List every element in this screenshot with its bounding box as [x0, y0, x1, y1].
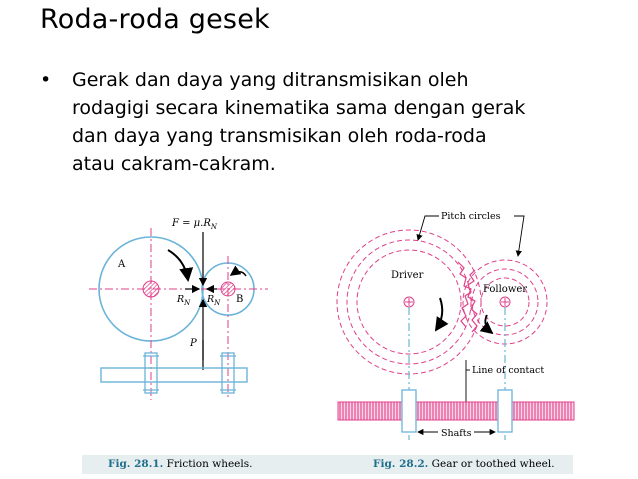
force-label: F = μ.RN: [171, 218, 218, 231]
bullet-line: Gerak dan daya yang ditransmisikan oleh: [72, 69, 469, 91]
friction-wheels-figure: F = μ.RN A B RN RN P: [89, 218, 268, 400]
figure-1-caption: Fig. 28.1. Friction wheels.: [108, 458, 253, 470]
wheel-b-label: B: [236, 294, 243, 305]
rn-left-label: RN: [176, 294, 191, 307]
slide-title: Roda-roda gesek: [40, 4, 270, 35]
wheel-b-hub: [220, 281, 236, 297]
figure-2-caption: Fig. 28.2. Gear or toothed wheel.: [373, 458, 555, 470]
wheel-a-label: A: [117, 259, 126, 270]
bullet-line: rodagigi secara kinematika sama dengan g…: [72, 97, 526, 119]
gear-figure: Pitch circles Driver Follower Line of co…: [336, 211, 575, 440]
rn-right-label: RN: [206, 294, 221, 307]
bullet-line: atau cakram-cakram.: [72, 153, 276, 175]
line-of-contact-label: Line of contact: [472, 365, 544, 376]
caption-bar: [82, 455, 573, 474]
p-label: P: [189, 338, 197, 349]
shafts-label: Shafts: [441, 428, 472, 439]
pitch-circles-label: Pitch circles: [441, 211, 501, 222]
base-plate: [100, 367, 248, 383]
bullet-line: dan daya yang transmisikan oleh roda-rod…: [72, 125, 487, 147]
driver-label: Driver: [391, 270, 424, 281]
follower-label: Follower: [483, 284, 527, 295]
bullet-marker: •: [40, 69, 52, 91]
wheel-a-hub: [142, 280, 160, 298]
bullet-text: Gerak dan daya yang ditransmisikan oleh …: [72, 66, 632, 178]
